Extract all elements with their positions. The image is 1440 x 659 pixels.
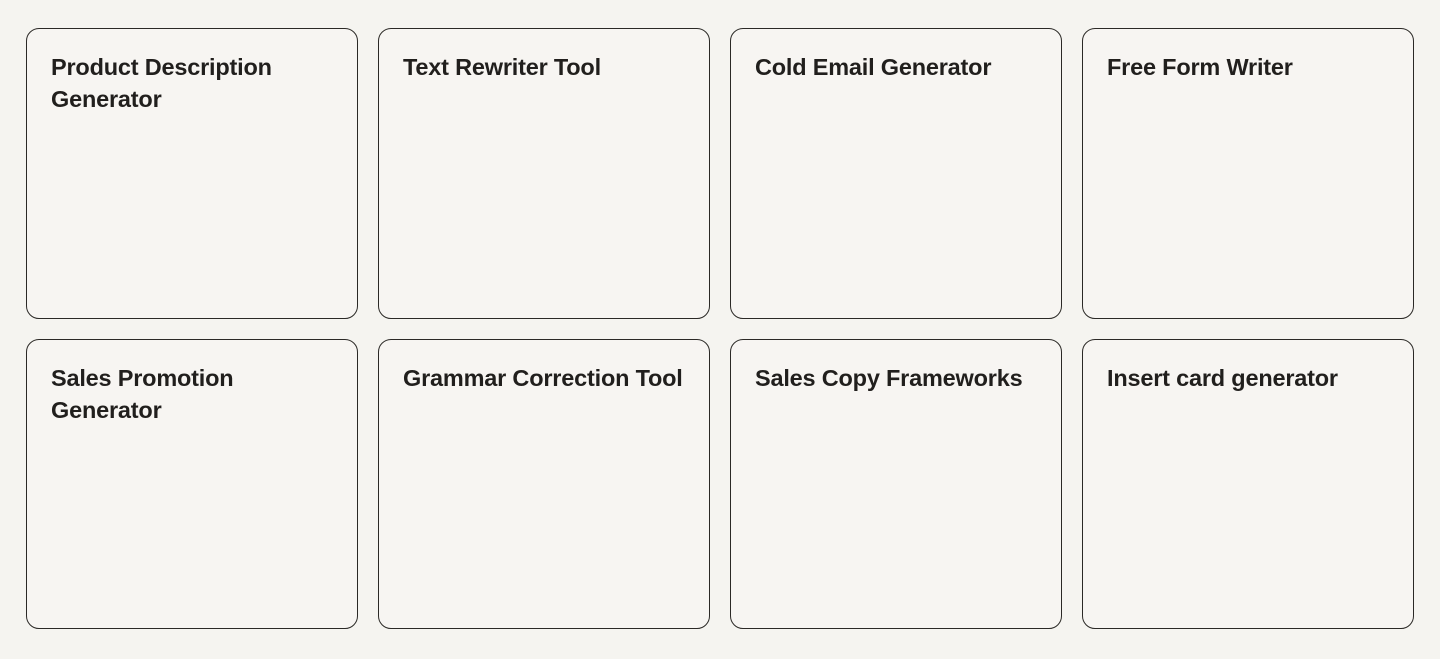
tool-card-title: Sales Copy Frameworks — [755, 364, 1023, 391]
tool-card-body — [403, 394, 685, 605]
tool-card-title: Grammar Correction Tool — [403, 364, 683, 391]
tool-card-title: Free Form Writer — [1107, 54, 1293, 80]
tool-card-free-form-writer[interactable]: Free Form Writer — [1082, 28, 1414, 319]
tool-card-body — [51, 426, 333, 605]
tool-card-body — [755, 394, 1037, 605]
tool-card-sales-promotion-generator[interactable]: Sales Promotion Generator — [26, 338, 358, 629]
tool-card-body — [1107, 83, 1389, 294]
tool-card-text-rewriter-tool[interactable]: Text Rewriter Tool — [378, 28, 710, 319]
tool-card-title: Text Rewriter Tool — [403, 54, 601, 80]
tool-card-title: Cold Email Generator — [755, 54, 992, 80]
tool-card-sales-copy-frameworks[interactable]: Sales Copy Frameworks — [730, 338, 1062, 629]
tool-card-title: Insert card generator — [1107, 364, 1338, 391]
tool-card-body — [403, 83, 685, 294]
tool-card-cold-email-generator[interactable]: Cold Email Generator — [730, 28, 1062, 319]
tool-card-body — [755, 83, 1037, 294]
tool-card-grammar-correction-tool[interactable]: Grammar Correction Tool — [378, 338, 710, 629]
tool-card-title: Sales Promotion Generator — [51, 364, 234, 423]
tool-card-insert-card-generator[interactable]: Insert card generator — [1082, 338, 1414, 629]
tool-card-product-description-generator[interactable]: Product Description Generator — [26, 28, 358, 319]
tool-card-title: Product Description Generator — [51, 54, 272, 112]
tool-card-body — [51, 115, 333, 294]
tool-card-body — [1107, 394, 1389, 605]
